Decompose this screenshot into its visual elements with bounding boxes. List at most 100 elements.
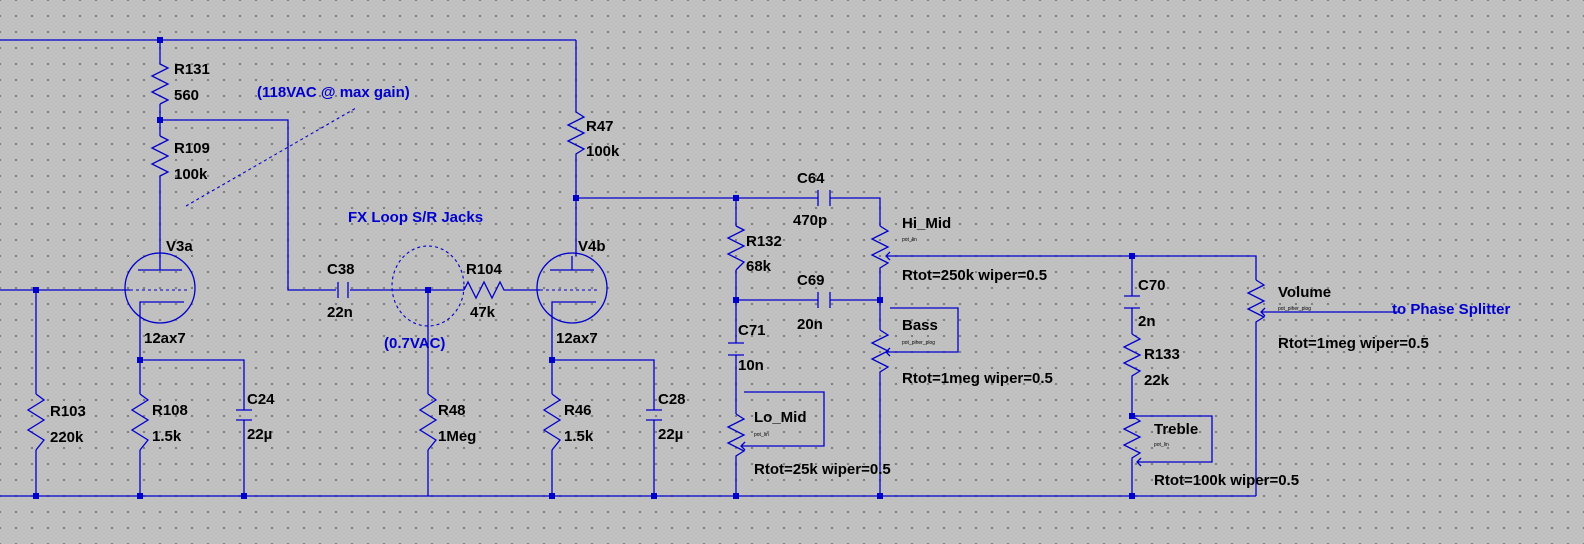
resistor-r132-value: 68k xyxy=(746,258,772,275)
capacitor-c38: C38 22n xyxy=(327,261,355,321)
triode-v3a-cathode xyxy=(139,301,184,314)
resistor-r131-ref: R131 xyxy=(174,61,210,78)
triode-v3a: V3a 12ax7 xyxy=(124,238,196,347)
resistor-r108-value: 1.5k xyxy=(152,428,182,445)
pot-hi-mid-symbol xyxy=(870,225,890,270)
triode-v3a-envelope xyxy=(124,252,196,324)
pot-bass-symbol xyxy=(870,329,890,374)
wires xyxy=(0,39,1400,497)
pot-bass-wiper xyxy=(885,347,896,357)
capacitor-c71-symbol xyxy=(728,342,744,356)
resistor-r103-symbol xyxy=(26,393,46,451)
pot-bass-ref: Bass xyxy=(902,317,938,334)
triode-v4b-envelope xyxy=(536,252,608,324)
resistor-r109-ref: R109 xyxy=(174,140,210,157)
resistor-r104-value: 47k xyxy=(470,304,496,321)
resistor-r133-symbol xyxy=(1122,333,1142,388)
capacitor-c64: C64 470p xyxy=(793,170,831,229)
resistor-r132: R132 68k xyxy=(726,225,782,275)
resistor-r131-value: 560 xyxy=(174,87,199,104)
pot-hi-mid-model: pot_lin xyxy=(902,237,917,243)
output-note: to Phase Splitter xyxy=(1392,301,1511,318)
pot-lo-mid: Lo_Mid pot_lin Rtot=25k wiper=0.5 xyxy=(726,409,891,478)
pot-volume-params: Rtot=1meg wiper=0.5 xyxy=(1278,335,1429,352)
capacitor-c38-value: 22n xyxy=(327,304,353,321)
fx-level-note: (0.7VAC) xyxy=(384,335,445,352)
resistor-r47: R47 100k xyxy=(566,111,620,160)
pot-treble-symbol xyxy=(1122,415,1142,460)
pot-treble-ref: Treble xyxy=(1154,421,1198,438)
resistor-r46: R46 1.5k xyxy=(542,393,594,451)
capacitor-c64-symbol xyxy=(817,190,831,206)
capacitor-c69: C69 20n xyxy=(797,272,831,333)
triode-v3a-plate xyxy=(138,256,182,271)
resistor-r132-ref: R132 xyxy=(746,233,782,250)
pot-lo-mid-ref: Lo_Mid xyxy=(754,409,807,426)
resistor-r104-symbol xyxy=(463,280,508,300)
resistor-r131-symbol xyxy=(150,63,170,105)
resistor-r132-symbol xyxy=(726,225,746,271)
pot-hi-mid: Hi_Mid pot_lin Rtot=250k wiper=0.5 xyxy=(870,215,1047,284)
pot-hi-mid-wiper xyxy=(885,251,896,261)
capacitor-c69-symbol xyxy=(817,292,831,308)
capacitor-c24-value: 22µ xyxy=(247,426,272,443)
resistor-r47-symbol xyxy=(566,111,586,160)
triode-v4b-ref: V4b xyxy=(578,238,606,255)
capacitor-c28-symbol xyxy=(646,409,662,421)
pot-lo-mid-wiper xyxy=(740,441,750,451)
resistor-r103: R103 220k xyxy=(26,393,86,451)
pot-hi-mid-params: Rtot=250k wiper=0.5 xyxy=(902,267,1047,284)
pot-bass: Bass pot_piher_plog Rtot=1meg wiper=0.5 xyxy=(870,317,1053,387)
capacitor-c28: C28 22µ xyxy=(646,391,686,443)
resistor-r48: R48 1Meg xyxy=(418,393,476,451)
triode-v4b-cathode xyxy=(551,301,596,314)
capacitor-c69-value: 20n xyxy=(797,316,823,333)
capacitor-c64-ref: C64 xyxy=(797,170,825,187)
capacitor-c24: C24 22µ xyxy=(236,391,275,443)
capacitor-c70-value: 2n xyxy=(1138,313,1156,330)
pot-treble: Treble pot_lin Rtot=100k wiper=0.5 xyxy=(1122,415,1299,489)
resistor-r131: R131 560 xyxy=(150,61,210,105)
resistor-r133: R133 22k xyxy=(1122,333,1180,389)
triode-v4b-plate xyxy=(550,256,594,271)
pot-treble-wiper xyxy=(1136,457,1146,467)
capacitor-c71-ref: C71 xyxy=(738,322,766,339)
capacitor-c70-symbol xyxy=(1124,295,1140,309)
resistor-r108-ref: R108 xyxy=(152,402,188,419)
pot-bass-params: Rtot=1meg wiper=0.5 xyxy=(902,370,1053,387)
resistor-r103-value: 220k xyxy=(50,429,84,446)
resistor-r104: R104 47k xyxy=(463,261,508,321)
fx-loop-note: FX Loop S/R Jacks xyxy=(348,209,483,226)
capacitor-c70-ref: C70 xyxy=(1138,277,1166,294)
capacitor-c69-ref: C69 xyxy=(797,272,825,289)
capacitor-c71: C71 10n xyxy=(728,322,766,374)
capacitor-c28-value: 22µ xyxy=(658,426,683,443)
resistor-r46-ref: R46 xyxy=(564,402,592,419)
pot-volume-model: pot_piher_plog xyxy=(1278,306,1311,312)
max-gain-pointer xyxy=(185,107,357,207)
fx-loop-jack-outline xyxy=(391,245,465,327)
triode-v3a-ref: V3a xyxy=(166,238,193,255)
pot-volume: Volume pot_piher_plog Rtot=1meg wiper=0.… xyxy=(1246,279,1429,352)
triode-v3a-type: 12ax7 xyxy=(144,330,186,347)
triode-v4b: V4b 12ax7 xyxy=(536,238,608,347)
triode-v4b-type: 12ax7 xyxy=(556,330,598,347)
resistor-r47-ref: R47 xyxy=(586,118,614,135)
resistor-r109-value: 100k xyxy=(174,166,208,183)
resistor-r103-ref: R103 xyxy=(50,403,86,420)
pot-hi-mid-ref: Hi_Mid xyxy=(902,215,951,232)
resistor-r47-value: 100k xyxy=(586,143,620,160)
resistor-r48-ref: R48 xyxy=(438,402,466,419)
pot-bass-model: pot_piher_plog xyxy=(902,340,935,346)
max-gain-note: (118VAC @ max gain) xyxy=(257,84,410,101)
capacitor-c38-ref: C38 xyxy=(327,261,355,278)
capacitor-c24-symbol xyxy=(236,409,252,421)
pot-lo-mid-params: Rtot=25k wiper=0.5 xyxy=(754,461,891,478)
resistor-r108: R108 1.5k xyxy=(130,393,188,451)
capacitor-c38-symbol xyxy=(337,282,349,298)
pot-lo-mid-model: pot_lin xyxy=(754,432,769,438)
annotations: (118VAC @ max gain) FX Loop S/R Jacks (0… xyxy=(185,84,1511,352)
capacitor-c70: C70 2n xyxy=(1124,277,1166,330)
pot-treble-params: Rtot=100k wiper=0.5 xyxy=(1154,472,1299,489)
